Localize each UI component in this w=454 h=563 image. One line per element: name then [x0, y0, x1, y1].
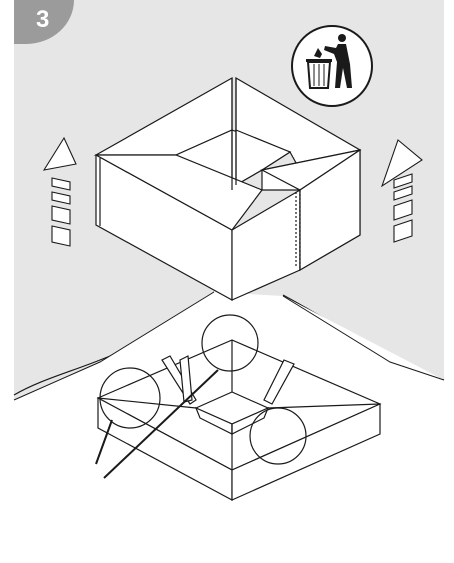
dispose-in-bin-sign — [290, 24, 374, 108]
up-arrow-icon — [44, 138, 76, 170]
lifted-box — [96, 78, 360, 300]
lift-arrow-left — [44, 138, 76, 246]
lift-arrow-right — [382, 140, 422, 242]
